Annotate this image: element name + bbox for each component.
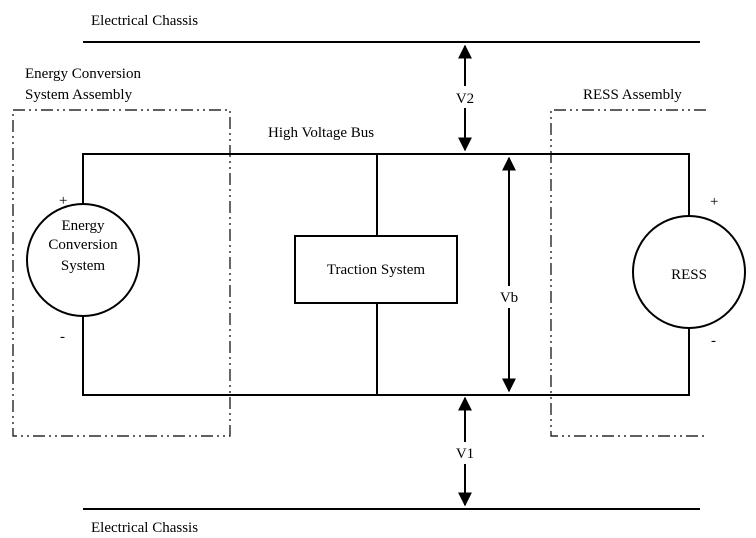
ress-minus-terminal: -	[711, 333, 716, 349]
ecs-assembly-boundary	[12, 109, 231, 437]
vb-label: Vb	[500, 290, 518, 306]
traction-system-box	[294, 235, 458, 304]
ecs-minus-terminal: -	[60, 329, 65, 345]
ecs-assembly-label-line1: Energy Conversion	[25, 66, 141, 82]
bottom-chassis-label: Electrical Chassis	[91, 520, 198, 536]
high-voltage-bus-label: High Voltage Bus	[268, 125, 374, 141]
traction-system-label: Traction System	[327, 262, 426, 278]
ecs-source-label-3: System	[61, 258, 106, 274]
ecs-source-circle	[26, 203, 140, 317]
v2-label-bg	[447, 86, 483, 108]
ecs-source-label-2: Conversion	[48, 237, 118, 253]
ress-assembly-boundary	[550, 109, 706, 437]
v2-label: V2	[456, 91, 474, 107]
top-chassis-label: Electrical Chassis	[91, 13, 198, 29]
vb-label-bg	[491, 286, 527, 308]
ecs-plus-terminal: +	[59, 193, 67, 209]
v1-label-bg	[447, 442, 483, 464]
ress-source-label: RESS	[671, 267, 707, 283]
ress-assembly-label: RESS Assembly	[583, 87, 682, 103]
ress-plus-terminal: +	[710, 194, 718, 210]
ecs-assembly-label-line2: System Assembly	[25, 87, 133, 103]
v1-label: V1	[456, 446, 474, 462]
ress-source-circle	[632, 215, 746, 329]
ecs-source-label-1: Energy	[61, 218, 105, 234]
